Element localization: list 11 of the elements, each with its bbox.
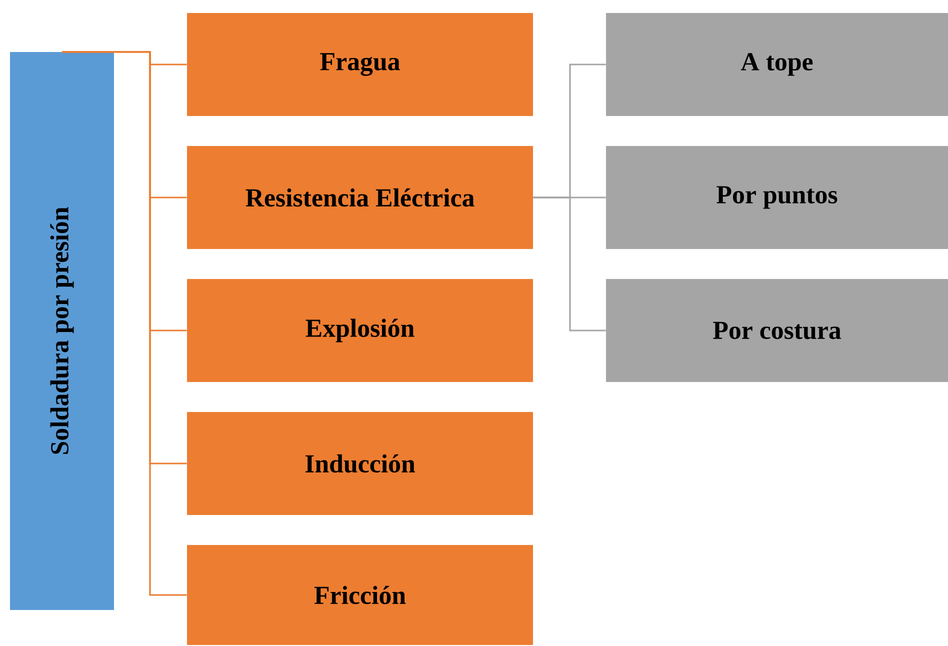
subtype-box: Por puntos [606, 146, 948, 249]
subtype-box: Por costura [606, 279, 948, 382]
process-box: Inducción [187, 412, 533, 515]
connector-line [533, 196, 606, 332]
subtype-box: A tope [606, 13, 948, 116]
category-bar: Soldadura por presión [10, 52, 114, 610]
process-box: Fricción [187, 545, 533, 645]
connector-line [62, 51, 187, 596]
process-box: Explosión [187, 279, 533, 382]
process-box: Resistencia Eléctrica [187, 146, 533, 249]
process-box: Fragua [187, 13, 533, 116]
